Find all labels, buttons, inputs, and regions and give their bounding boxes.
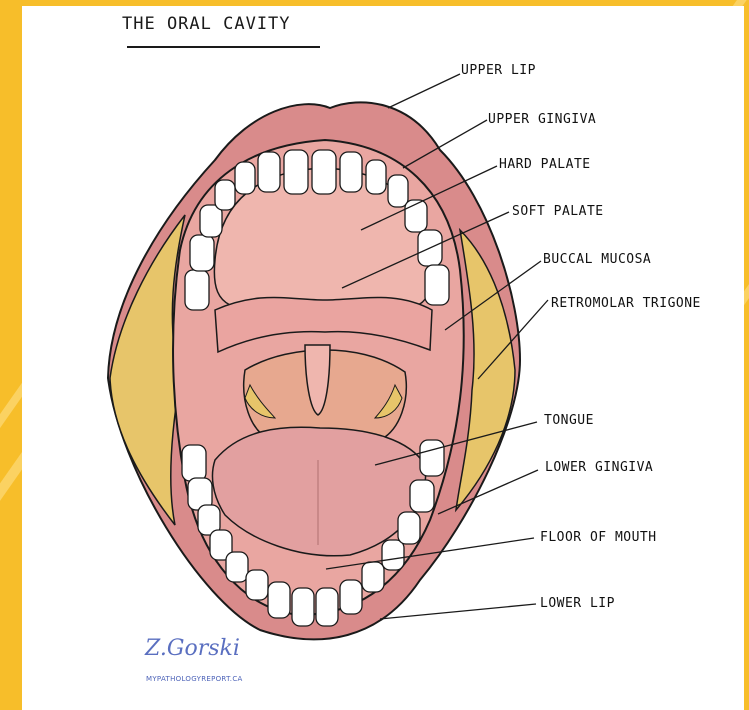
label-lower-lip: LOWER LIP <box>540 596 615 611</box>
label-retromolar-trigone: RETROMOLAR TRIGONE <box>551 296 701 311</box>
label-lower-gingiva: LOWER GINGIVA <box>545 460 653 475</box>
label-tongue: TONGUE <box>544 413 594 428</box>
signature-url: MYPATHOLOGYREPORT.CA <box>146 675 243 683</box>
label-upper-gingiva: UPPER GINGIVA <box>488 112 596 127</box>
label-upper-lip: UPPER LIP <box>461 63 536 78</box>
artist-signature: Z.Gorski <box>145 636 240 661</box>
label-soft-palate: SOFT PALATE <box>512 204 604 219</box>
label-buccal-mucosa: BUCCAL MUCOSA <box>543 252 651 267</box>
label-floor-of-mouth: FLOOR OF MOUTH <box>540 530 657 545</box>
label-hard-palate: HARD PALATE <box>499 157 591 172</box>
